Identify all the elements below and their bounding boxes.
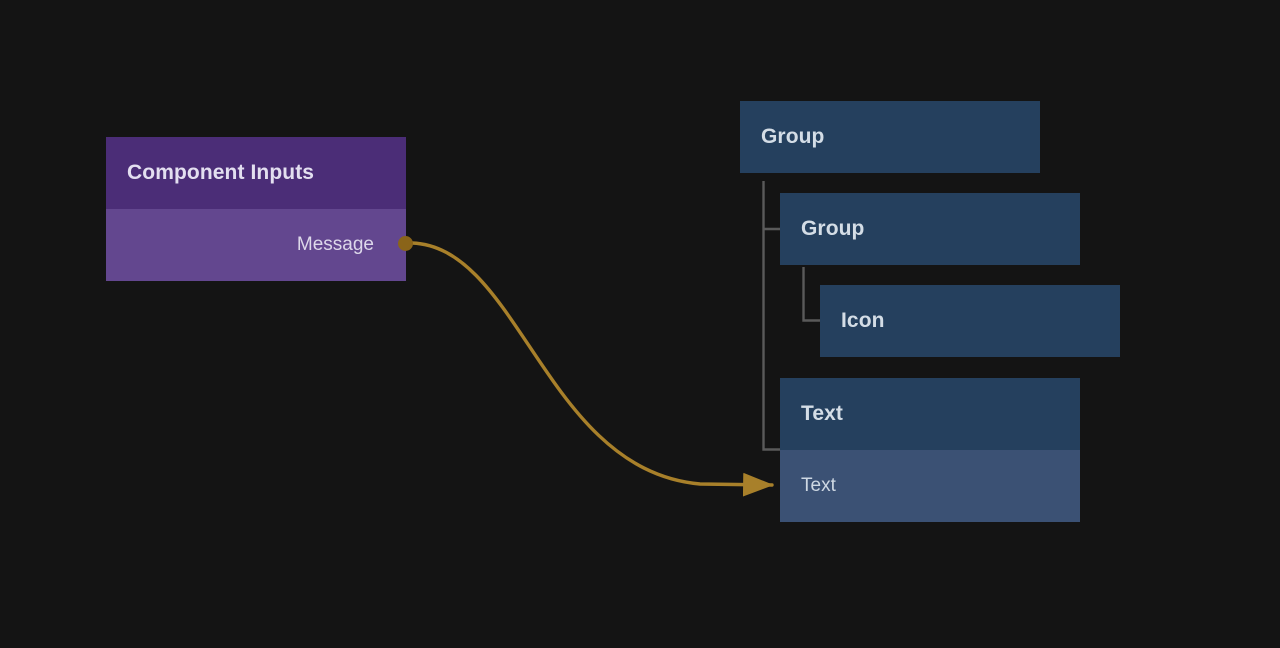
node-icon[interactable]: Icon	[820, 285, 1120, 357]
edge-message-to-text	[410, 241, 774, 497]
node-icon-title: Icon	[820, 285, 1120, 357]
output-port-label: Message	[296, 234, 374, 255]
node-component-inputs[interactable]: Component Inputs Message	[106, 137, 406, 281]
output-port-message-dot[interactable]	[398, 236, 413, 251]
node-text-title: Text	[780, 378, 1080, 450]
input-port-label: Text	[801, 475, 836, 496]
node-group-child-title: Group	[780, 193, 1080, 265]
node-component-inputs-output-message[interactable]: Message	[106, 209, 406, 281]
node-text-input-text[interactable]: Text	[780, 450, 1080, 522]
node-group-root[interactable]: Group	[740, 101, 1040, 173]
node-group-root-title: Group	[740, 101, 1040, 173]
node-text[interactable]: Text Text	[780, 378, 1080, 522]
node-group-child[interactable]: Group	[780, 193, 1080, 265]
tree-line-group-to-icon	[802, 267, 821, 322]
tree-line-root-trunk	[762, 181, 781, 451]
node-component-inputs-title: Component Inputs	[106, 137, 406, 209]
